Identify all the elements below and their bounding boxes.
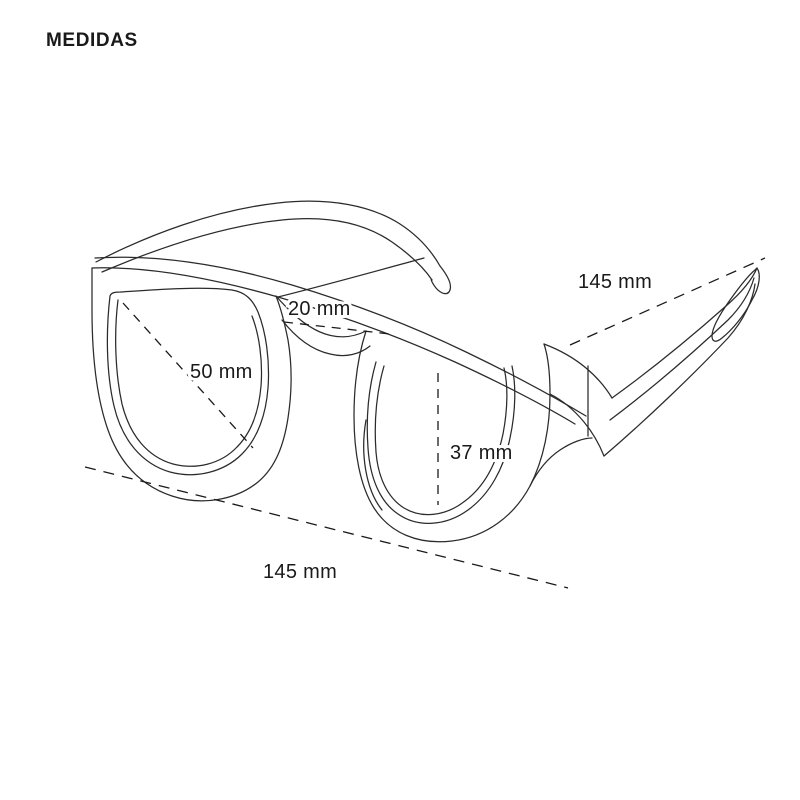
right-temple-arm-top bbox=[611, 267, 758, 399]
right-endpiece-top bbox=[543, 343, 613, 399]
dimension-labels: 20 mm 50 mm 37 mm 145 mm 145 mm bbox=[187, 268, 655, 586]
right-rim-lower-detail bbox=[363, 419, 383, 511]
right-rim-inner bbox=[366, 361, 516, 524]
lens-diagonal-label: 50 mm bbox=[190, 361, 253, 383]
bridge-dimension-line bbox=[283, 321, 391, 335]
right-endpiece-bottom bbox=[549, 393, 605, 457]
bridge-top bbox=[275, 295, 367, 338]
glasses-drawing bbox=[91, 200, 760, 543]
left-temple-arm-inner bbox=[101, 218, 433, 281]
right-temple-arm-bottom bbox=[603, 283, 756, 457]
left-temple-tip bbox=[430, 265, 452, 295]
right-rim-outer bbox=[353, 330, 551, 543]
left-temple-arm-outer bbox=[95, 200, 441, 267]
right-hinge-notch bbox=[529, 437, 593, 487]
frame-top-crease bbox=[277, 257, 425, 298]
lens-height-label: 37 mm bbox=[450, 442, 513, 464]
dimension-lines bbox=[84, 257, 766, 589]
frame-top-front-edge bbox=[91, 267, 576, 425]
total-width-label: 145 mm bbox=[263, 561, 337, 583]
temple-length-dimension-line bbox=[569, 257, 766, 346]
lens-diagonal-dimension-line bbox=[122, 302, 254, 449]
bridge-under bbox=[281, 319, 371, 357]
frame-top-back-edge bbox=[94, 256, 587, 417]
total-width-dimension-line bbox=[84, 466, 569, 589]
page-title: MEDIDAS bbox=[46, 30, 138, 51]
bridge-label: 20 mm bbox=[288, 298, 351, 320]
right-lens-edge bbox=[374, 365, 508, 516]
left-rim-inner bbox=[106, 287, 270, 476]
left-rim-outer bbox=[91, 267, 292, 502]
right-temple-arm-crease bbox=[609, 277, 755, 421]
right-temple-tip bbox=[711, 267, 760, 342]
temple-length-label: 145 mm bbox=[578, 271, 652, 293]
left-lens-edge bbox=[115, 299, 263, 467]
